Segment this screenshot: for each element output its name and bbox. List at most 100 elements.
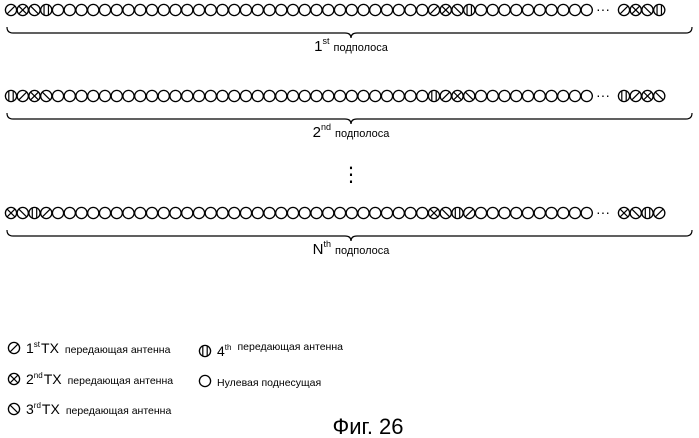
figure-caption: Фиг. 26 <box>332 414 403 438</box>
null-subcarrier-circle <box>393 4 404 15</box>
null-subcarrier-circle <box>370 4 381 15</box>
null-subcarrier-circle <box>370 207 381 218</box>
null-subcarrier-circle <box>76 4 87 15</box>
null-subcarrier-circle <box>170 90 181 101</box>
null-subcarrier-circle <box>240 90 251 101</box>
null-subcarrier-circle <box>146 90 157 101</box>
null-subcarrier-circle <box>123 207 134 218</box>
legend-label: Нулевая поднесущая <box>217 377 321 389</box>
null-subcarrier-circle <box>276 90 287 101</box>
null-subcarrier-circle <box>487 4 498 15</box>
null-subcarrier-circle <box>311 207 322 218</box>
null-subcarrier-circle <box>534 4 545 15</box>
tx2-pilot-circle <box>2 367 26 391</box>
horizontal-ellipsis: ··· <box>596 87 610 103</box>
null-subcarrier-circle <box>276 207 287 218</box>
null-subcarrier-circle <box>252 90 263 101</box>
null-subcarrier-circle <box>252 207 263 218</box>
null-subcarrier-circle <box>569 90 580 101</box>
null-subcarrier-circle <box>346 90 357 101</box>
null-subcarrier-circle <box>76 90 87 101</box>
null-subcarrier-circle <box>287 4 298 15</box>
null-subcarrier-circle <box>88 4 99 15</box>
tx4-pilot-circle <box>654 2 665 18</box>
null-subcarrier-circle <box>193 4 204 15</box>
null-subcarrier-circle <box>170 207 181 218</box>
null-subcarrier-circle <box>346 207 357 218</box>
subband-row: ···2ndподполоса <box>5 84 692 141</box>
null-subcarrier-circle <box>229 207 240 218</box>
null-subcarrier-circle <box>123 4 134 15</box>
null-subcarrier-circle <box>581 4 592 15</box>
null-subcarrier-circle <box>111 4 122 15</box>
null-subcarrier-circle <box>276 4 287 15</box>
null-subcarrier-circle <box>311 4 322 15</box>
null-subcarrier-circle <box>217 207 228 218</box>
null-subcarrier-circle <box>158 207 169 218</box>
horizontal-ellipsis: ··· <box>596 1 610 17</box>
tx4-pilot-circle <box>428 88 439 104</box>
tx4-pilot-circle <box>464 2 475 18</box>
null-subcarrier-circle <box>511 4 522 15</box>
null-subcarrier-circle <box>487 207 498 218</box>
null-subcarrier-circle <box>569 4 580 15</box>
legend-item-tx1: 1stTXпередающая антенна <box>2 336 171 360</box>
null-subcarrier-circle <box>381 90 392 101</box>
null-subcarrier-circle <box>499 4 510 15</box>
null-subcarrier-circle <box>417 90 428 101</box>
legend-label: 2ndTXпередающая антенна <box>26 371 173 387</box>
null-subcarrier-circle <box>522 207 533 218</box>
subband-brace <box>7 27 692 38</box>
null-subcarrier-circle <box>205 207 216 218</box>
null-subcarrier-circle <box>146 4 157 15</box>
null-subcarrier-circle <box>264 4 275 15</box>
null-subcarrier-circle <box>558 4 569 15</box>
null-subcarrier-circle <box>417 207 428 218</box>
subband-brace <box>7 230 692 241</box>
null-subcarrier-circle <box>358 90 369 101</box>
null-subcarrier-circle <box>323 4 334 15</box>
subband-label: 1stподполоса <box>314 36 389 55</box>
null-subcarrier-circle <box>405 4 416 15</box>
null-subcarrier-circle <box>323 90 334 101</box>
null-subcarrier-circle <box>405 90 416 101</box>
legend-label: 4thпередающая антенна <box>217 341 343 359</box>
null-subcarrier-circle <box>287 90 298 101</box>
null-subcarrier-circle <box>52 4 63 15</box>
null-subcarrier-circle <box>334 207 345 218</box>
null-subcarrier-circle <box>475 4 486 15</box>
null-subcarrier-circle <box>135 90 146 101</box>
null-subcarrier-circle <box>52 90 63 101</box>
null-subcarrier-circle <box>499 207 510 218</box>
null-subcarrier-circle <box>146 207 157 218</box>
null-subcarrier-circle <box>534 207 545 218</box>
null-subcarrier-circle <box>158 4 169 15</box>
null-subcarrier-circle <box>393 90 404 101</box>
null-subcarrier-circle <box>76 207 87 218</box>
null-subcarrier-circle <box>182 90 193 101</box>
legend-label: 3rdTXпередающая антенна <box>26 401 171 417</box>
null-subcarrier-circle <box>311 90 322 101</box>
null-subcarrier-circle <box>299 207 310 218</box>
null-subcarrier-circle <box>135 207 146 218</box>
null-subcarrier-circle <box>193 207 204 218</box>
null-subcarrier-circle <box>475 207 486 218</box>
null-subcarrier-circle <box>99 207 110 218</box>
legend-item-tx2: 2ndTXпередающая антенна <box>2 367 173 391</box>
null-subcarrier-circle <box>334 4 345 15</box>
null-subcarrier-circle <box>381 207 392 218</box>
null-subcarrier-circle <box>522 4 533 15</box>
legend-item-tx4: 4thпередающая антенна <box>199 341 343 359</box>
null-subcarrier-circle <box>299 90 310 101</box>
subband-row: ··· 1stподполоса <box>0 0 692 55</box>
vertical-ellipsis: ⋮ <box>341 164 361 186</box>
null-subcarrier-circle <box>264 207 275 218</box>
null-subcarrier-circle <box>193 90 204 101</box>
null-subcarrier-circle <box>240 4 251 15</box>
null-subcarrier-circle <box>264 90 275 101</box>
null-subcarrier-circle <box>99 4 110 15</box>
null-subcarrier-circle <box>534 90 545 101</box>
null-subcarrier-circle <box>546 207 557 218</box>
tx4-pilot-circle <box>41 2 52 18</box>
